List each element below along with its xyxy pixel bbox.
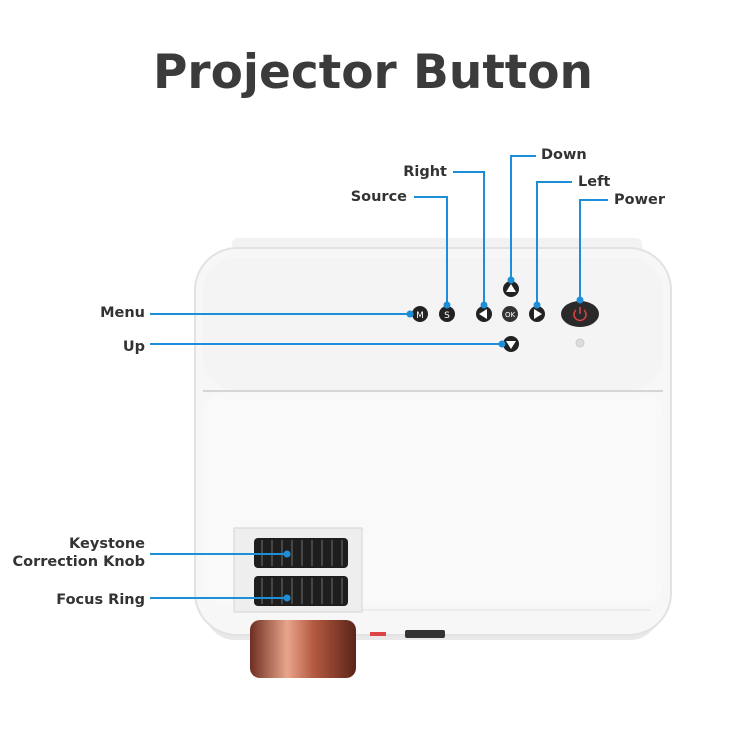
label-menu: Menu [100,305,145,321]
right-arrow-icon [534,309,542,319]
label-keystone-2: Correction Knob [13,554,145,570]
lens-housing [233,527,363,678]
focus-ring [254,576,348,606]
label-right: Right [403,164,447,180]
ok-button[interactable] [502,306,518,322]
label-up: Up [123,339,145,355]
up-arrow-icon [506,284,516,292]
label-keystone-1: Keystone [69,536,145,552]
label-source: Source [351,189,407,205]
keystone-knob [254,538,348,568]
indicator-light [575,338,585,348]
source-button[interactable] [439,306,455,322]
power-icon [573,307,587,322]
label-focus-ring: Focus Ring [56,592,145,608]
left-arrow-icon [479,309,487,319]
label-power: Power [614,192,666,208]
source-button-label: S [444,311,450,321]
page-title: Projector Button [153,45,593,100]
label-down: Down [541,147,587,163]
label-left: Left [578,174,610,190]
control-buttons: M S OK [412,281,599,352]
down-arrow-icon [506,341,516,349]
menu-button-label: M [416,311,424,321]
ok-button-label: OK [505,311,516,319]
lens [250,620,356,678]
menu-button[interactable] [412,306,428,322]
callout-lines [150,155,608,602]
